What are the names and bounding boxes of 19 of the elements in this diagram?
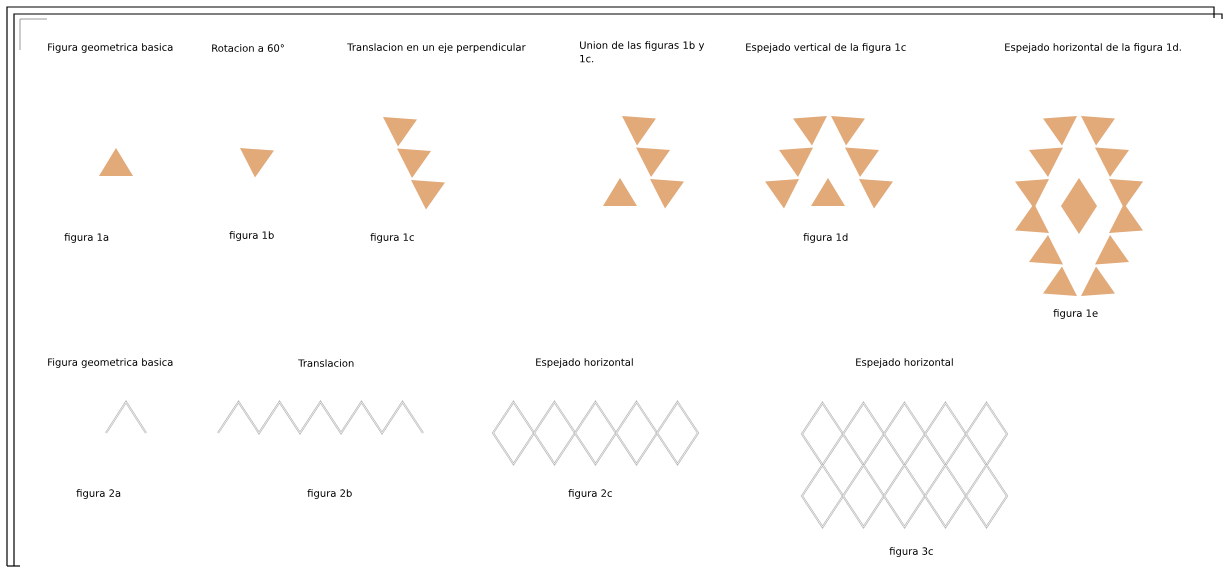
figure-caption: figura 1d xyxy=(803,233,848,243)
figure-caption: figura 1a xyxy=(64,233,109,243)
figure-title: Union de las figuras 1b y 1c. xyxy=(580,41,705,63)
figure-caption: figura 1c xyxy=(370,233,414,243)
figure-title: Translacion en un eje perpendicular xyxy=(347,43,526,53)
figure-title: Figura geometrica basica xyxy=(48,358,173,368)
figure-caption: figura 2b xyxy=(307,489,352,499)
figure-caption: figura 2c xyxy=(568,489,612,499)
figure-caption: figura 1e xyxy=(1053,309,1098,319)
figure-caption: figura 3c xyxy=(889,547,933,557)
figure-title: Espejado horizontal xyxy=(536,358,633,368)
figure-caption: figura 1b xyxy=(229,231,274,241)
figure-title: Figura geometrica basica xyxy=(48,43,173,53)
figure-caption: figura 2a xyxy=(76,489,121,499)
figure-title: Translacion xyxy=(298,359,354,367)
figure-title: Espejado horizontal xyxy=(856,358,953,368)
figure-title: Espejado vertical de la figura 1c xyxy=(746,43,906,53)
figure-title: Espejado horizontal de la figura 1d. xyxy=(1005,43,1181,53)
figure-title: Rotacion a 60° xyxy=(212,44,284,52)
